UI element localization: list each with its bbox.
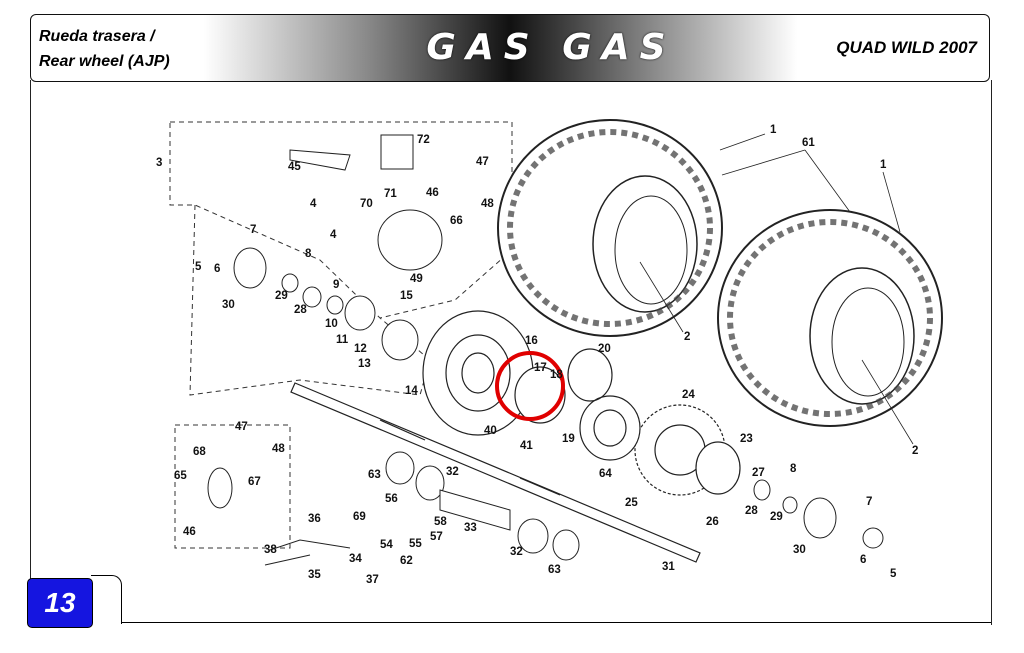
- callout-49: 49: [410, 273, 423, 285]
- callout-4: 4: [330, 229, 337, 241]
- callout-33: 33: [464, 522, 477, 534]
- callout-7: 7: [250, 224, 256, 236]
- callout-66: 66: [450, 215, 463, 227]
- callout-31: 31: [662, 561, 675, 573]
- callout-72: 72: [417, 134, 430, 146]
- bottom-rule: [121, 622, 991, 623]
- callout-28: 28: [745, 505, 758, 517]
- page-header: Rueda trasera / Rear wheel (AJP) GAS GAS…: [30, 14, 990, 82]
- callout-56: 56: [385, 493, 398, 505]
- callout-63: 63: [548, 564, 561, 576]
- callout-14: 14: [405, 385, 418, 397]
- callout-6: 6: [860, 554, 866, 566]
- part-72-box: [380, 134, 414, 170]
- callout-47: 47: [235, 421, 248, 433]
- callout-1: 1: [880, 159, 887, 171]
- callout-2: 2: [912, 445, 918, 457]
- callout-24: 24: [682, 389, 695, 401]
- callout-4: 4: [310, 198, 317, 210]
- callout-34: 34: [349, 553, 362, 565]
- callout-58: 58: [434, 516, 447, 528]
- callout-32: 32: [446, 466, 459, 478]
- callout-19: 19: [562, 433, 575, 445]
- callout-38: 38: [264, 544, 277, 556]
- callout-9: 9: [333, 279, 339, 291]
- callout-15: 15: [400, 290, 413, 302]
- highlight-circle: [495, 351, 565, 421]
- page-number-badge: 13: [27, 578, 93, 628]
- page-tab-outline: [91, 575, 122, 624]
- callout-25: 25: [625, 497, 638, 509]
- callout-11: 11: [336, 334, 349, 346]
- callout-40: 40: [484, 425, 497, 437]
- callout-37: 37: [366, 574, 379, 586]
- callout-54: 54: [380, 539, 393, 551]
- tire-right: [717, 209, 943, 427]
- leader-lines: [639, 133, 914, 445]
- tire-left: [497, 119, 723, 337]
- callout-68: 68: [193, 446, 206, 458]
- title-english: Rear wheel (AJP): [39, 53, 170, 70]
- callout-47: 47: [476, 156, 489, 168]
- callout-23: 23: [740, 433, 753, 445]
- callout-12: 12: [354, 343, 367, 355]
- brake-disc: [422, 310, 534, 436]
- brand-logo: GAS GAS: [426, 27, 676, 68]
- title-spanish: Rueda trasera /: [39, 28, 155, 45]
- callout-48: 48: [272, 443, 285, 455]
- callout-6: 6: [214, 263, 220, 275]
- callout-67: 67: [248, 476, 261, 488]
- callout-8: 8: [305, 248, 312, 260]
- callout-61: 61: [802, 137, 815, 149]
- callout-55: 55: [409, 538, 422, 550]
- callout-1: 1: [770, 124, 777, 136]
- callout-71: 71: [384, 188, 397, 200]
- callout-45: 45: [288, 161, 301, 173]
- callout-63: 63: [368, 469, 381, 481]
- callout-46: 46: [183, 526, 196, 538]
- brake-assembly-group: [169, 121, 513, 549]
- rear-axle: [290, 382, 701, 563]
- callout-2: 2: [684, 331, 690, 343]
- callout-30: 30: [222, 299, 235, 311]
- callout-29: 29: [770, 511, 783, 523]
- callout-5: 5: [890, 568, 897, 580]
- callout-10: 10: [325, 318, 338, 330]
- callout-65: 65: [174, 470, 187, 482]
- callout-3: 3: [156, 157, 162, 169]
- callout-8: 8: [790, 463, 797, 475]
- callout-16: 16: [525, 335, 538, 347]
- callout-17: 17: [534, 362, 547, 374]
- callout-7: 7: [866, 496, 872, 508]
- diagram-frame: [30, 80, 992, 625]
- callout-30: 30: [793, 544, 806, 556]
- small-parts: [207, 149, 884, 566]
- callout-28: 28: [294, 304, 307, 316]
- model-name: QUAD WILD 2007: [836, 38, 977, 57]
- callout-29: 29: [275, 290, 288, 302]
- callout-41: 41: [520, 440, 533, 452]
- callout-35: 35: [308, 569, 321, 581]
- callout-62: 62: [400, 555, 413, 567]
- callout-26: 26: [706, 516, 719, 528]
- callout-18: 18: [550, 369, 563, 381]
- callout-36: 36: [308, 513, 321, 525]
- callout-46: 46: [426, 187, 439, 199]
- callout-48: 48: [481, 198, 494, 210]
- callout-13: 13: [358, 358, 371, 370]
- callout-20: 20: [598, 343, 611, 355]
- callout-69: 69: [353, 511, 366, 523]
- callout-27: 27: [752, 467, 765, 479]
- callout-57: 57: [430, 531, 443, 543]
- callout-64: 64: [599, 468, 612, 480]
- callout-5: 5: [195, 261, 202, 273]
- callout-32: 32: [510, 546, 523, 558]
- callout-70: 70: [360, 198, 373, 210]
